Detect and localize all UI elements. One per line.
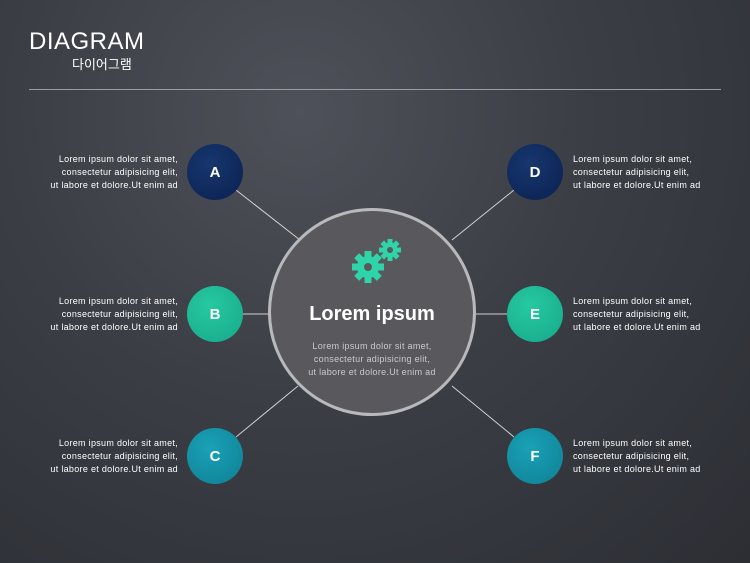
description-line: ut labore et dolore.Ut enim ad	[573, 180, 701, 190]
node-a-label: A	[209, 163, 221, 181]
center-line: ut labore et dolore.Ut enim ad	[308, 367, 436, 377]
node-c-label: C	[209, 447, 221, 465]
node-c-description: Lorem ipsum dolor sit amet, consectetur …	[28, 437, 178, 476]
node-d-description: Lorem ipsum dolor sit amet, consectetur …	[573, 153, 723, 192]
description-line: consectetur adipisicing elit,	[61, 167, 178, 177]
description-line: ut labore et dolore.Ut enim ad	[50, 180, 178, 190]
center-description: Lorem ipsum dolor sit amet, consectetur …	[271, 340, 473, 379]
node-c: C	[187, 428, 243, 484]
description-line: ut labore et dolore.Ut enim ad	[573, 464, 701, 474]
description-line: Lorem ipsum dolor sit amet,	[58, 438, 178, 448]
connector-d	[451, 189, 515, 241]
node-e: E	[507, 286, 563, 342]
node-e-label: E	[529, 305, 540, 323]
center-line: Lorem ipsum dolor sit amet,	[312, 341, 432, 351]
description-line: Lorem ipsum dolor sit amet,	[573, 438, 693, 448]
header-divider	[29, 89, 721, 90]
node-d-label: D	[529, 163, 541, 181]
description-line: ut labore et dolore.Ut enim ad	[573, 322, 701, 332]
description-line: consectetur adipisicing elit,	[573, 309, 690, 319]
node-e-description: Lorem ipsum dolor sit amet, consectetur …	[573, 295, 723, 334]
connector-c	[235, 385, 299, 438]
description-line: consectetur adipisicing elit,	[573, 451, 690, 461]
description-line: Lorem ipsum dolor sit amet,	[58, 154, 178, 164]
description-line: ut labore et dolore.Ut enim ad	[50, 464, 178, 474]
page-subtitle: 다이어그램	[72, 57, 132, 72]
description-line: consectetur adipisicing elit,	[61, 451, 178, 461]
gears-icon	[350, 239, 402, 290]
node-f: F	[507, 428, 563, 484]
connector-f	[451, 385, 515, 438]
center-line: consectetur adipisicing elit,	[313, 354, 431, 364]
description-line: consectetur adipisicing elit,	[573, 167, 690, 177]
center-circle: Lorem ipsum Lorem ipsum dolor sit amet, …	[268, 208, 476, 416]
node-b-description: Lorem ipsum dolor sit amet, consectetur …	[28, 295, 178, 334]
description-line: Lorem ipsum dolor sit amet,	[573, 296, 693, 306]
node-f-label: F	[530, 447, 540, 465]
node-a: A	[187, 144, 243, 200]
description-line: Lorem ipsum dolor sit amet,	[58, 296, 178, 306]
node-b-label: B	[209, 305, 221, 323]
node-f-description: Lorem ipsum dolor sit amet, consectetur …	[573, 437, 723, 476]
node-d: D	[507, 144, 563, 200]
page-title: DIAGRAM	[29, 28, 145, 55]
description-line: Lorem ipsum dolor sit amet,	[573, 154, 693, 164]
center-title: Lorem ipsum	[309, 303, 435, 325]
node-a-description: Lorem ipsum dolor sit amet, consectetur …	[28, 153, 178, 192]
description-line: consectetur adipisicing elit,	[61, 309, 178, 319]
connector-a	[235, 189, 301, 241]
node-b: B	[187, 286, 243, 342]
description-line: ut labore et dolore.Ut enim ad	[50, 322, 178, 332]
